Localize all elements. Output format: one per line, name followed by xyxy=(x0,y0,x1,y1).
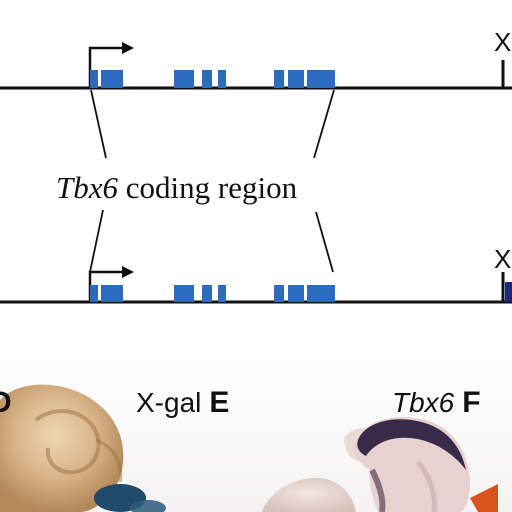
callout-rest: coding region xyxy=(118,170,298,205)
bottom-exon xyxy=(307,285,335,302)
bottom-exons xyxy=(90,285,335,302)
bottom-exon xyxy=(174,285,194,302)
top-exon xyxy=(307,70,335,88)
bottom-exon xyxy=(90,285,98,302)
top-exon xyxy=(101,70,123,88)
top-site-label: X xyxy=(494,27,511,57)
embryo-panel-d xyxy=(0,384,166,512)
bottom-construct: X xyxy=(0,244,512,304)
embryo-panel-f xyxy=(354,416,498,512)
bottom-site-label: X xyxy=(494,244,511,274)
top-construct: X xyxy=(0,27,512,90)
top-exon xyxy=(274,70,284,88)
panel-label-e: X-gal E xyxy=(136,386,229,419)
panel-letter-e: E xyxy=(209,386,229,419)
bottom-exon xyxy=(288,285,304,302)
top-exon xyxy=(288,70,304,88)
top-exon xyxy=(202,70,212,88)
bottom-exon xyxy=(274,285,284,302)
gene-name: Tbx6 xyxy=(56,170,119,205)
panel-letter-f: F xyxy=(462,386,480,419)
bottom-exon xyxy=(202,285,212,302)
bottom-marker-bar xyxy=(505,282,512,302)
top-exon xyxy=(218,70,226,88)
coding-region-callout: Tbx6 coding region xyxy=(56,170,298,205)
red-arrowhead xyxy=(470,484,498,512)
panel-letter-d: D xyxy=(0,386,12,419)
xgal-label: X-gal xyxy=(136,387,201,418)
top-exons xyxy=(90,70,335,88)
tbx6-label: Tbx6 xyxy=(392,387,455,418)
coding-region-connectors xyxy=(89,89,335,273)
top-exon xyxy=(174,70,194,88)
top-exon xyxy=(90,70,98,88)
bottom-exon xyxy=(101,285,123,302)
bottom-exon xyxy=(218,285,226,302)
